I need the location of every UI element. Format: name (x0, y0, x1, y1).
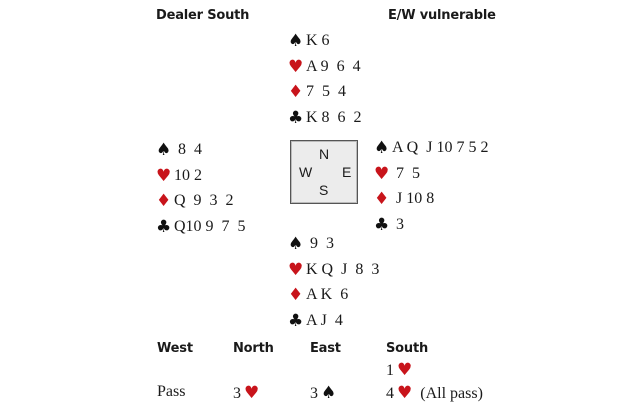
compass-east: E (342, 164, 352, 180)
east-clubs-cards: 3 (392, 215, 404, 233)
diamond-suit-icon: ♦ (288, 82, 304, 103)
bid-level: 4 (386, 385, 394, 402)
compass-south: S (319, 182, 329, 198)
heart-suit-icon: ♥ (397, 360, 413, 380)
auction-bid: 3♥ (233, 383, 263, 403)
heart-suit-icon: ♥ (374, 163, 390, 184)
east-hand: ♠A Q J 10 7 5 2♥ 7 5♦ J 10 8♣ 3 (374, 135, 488, 238)
diamond-suit-icon: ♦ (374, 189, 390, 210)
auction-bid: Pass (157, 383, 186, 400)
east-hearts-cards: 7 5 (392, 164, 420, 182)
auction-header-north: North (233, 341, 274, 356)
diamond-suit-icon: ♦ (288, 285, 304, 306)
south-diamonds-cards: A K 6 (306, 286, 349, 304)
west-hearts-cards: 10 2 (174, 166, 202, 184)
vulnerability-label: E/W vulnerable (388, 8, 496, 23)
club-suit-icon: ♣ (288, 310, 304, 331)
north-spades-cards: K 6 (306, 31, 330, 49)
west-diamonds-row: ♦Q 9 3 2 (156, 188, 246, 214)
compass-box: N W E S (290, 140, 358, 204)
spade-suit-icon: ♠ (288, 30, 304, 51)
west-hearts-row: ♥10 2 (156, 163, 246, 189)
auction-header-east: East (310, 341, 341, 356)
west-hand: ♠ 8 4♥10 2♦Q 9 3 2♣Q10 9 7 5 (156, 137, 246, 240)
east-clubs-row: ♣ 3 (374, 212, 488, 238)
heart-suit-icon: ♥ (244, 383, 260, 403)
south-clubs-cards: A J 4 (306, 311, 343, 329)
compass-north: N (319, 146, 330, 162)
spade-suit-icon: ♠ (288, 233, 304, 254)
club-suit-icon: ♣ (156, 216, 172, 237)
south-clubs-row: ♣A J 4 (288, 308, 379, 334)
south-hearts-row: ♥K Q J 8 3 (288, 257, 379, 283)
heart-suit-icon: ♥ (156, 165, 172, 186)
north-hearts-cards: A 9 6 4 (306, 57, 361, 75)
west-spades-cards: 8 4 (174, 140, 202, 158)
club-suit-icon: ♣ (288, 107, 304, 128)
east-hearts-row: ♥ 7 5 (374, 161, 488, 187)
east-spades-row: ♠A Q J 10 7 5 2 (374, 135, 488, 161)
heart-suit-icon: ♥ (288, 56, 304, 77)
spade-suit-icon: ♠ (374, 137, 390, 158)
heart-suit-icon: ♥ (288, 259, 304, 280)
south-spades-cards: 9 3 (306, 234, 334, 252)
bid-level: 3 (310, 385, 318, 402)
auction-header-west: West (157, 341, 193, 356)
club-suit-icon: ♣ (374, 214, 390, 235)
north-hand: ♠K 6♥A 9 6 4♦7 5 4♣K 8 6 2 (288, 28, 362, 131)
east-diamonds-cards: J 10 8 (392, 190, 435, 208)
diamond-suit-icon: ♦ (156, 191, 172, 212)
bid-level: 3 (233, 385, 241, 402)
auction-note: (All pass) (416, 385, 483, 402)
north-hearts-row: ♥A 9 6 4 (288, 54, 362, 80)
east-diamonds-row: ♦ J 10 8 (374, 186, 488, 212)
north-clubs-cards: K 8 6 2 (306, 108, 362, 126)
west-clubs-row: ♣Q10 9 7 5 (156, 214, 246, 240)
auction-bid: 3♠ (310, 383, 340, 403)
north-diamonds-row: ♦7 5 4 (288, 79, 362, 105)
north-diamonds-cards: 7 5 4 (306, 83, 346, 101)
west-diamonds-cards: Q 9 3 2 (174, 192, 234, 210)
south-spades-row: ♠ 9 3 (288, 231, 379, 257)
spade-suit-icon: ♠ (321, 383, 337, 403)
north-spades-row: ♠K 6 (288, 28, 362, 54)
auction-bid: 1♥ (386, 360, 416, 380)
east-spades-cards: A Q J 10 7 5 2 (392, 138, 489, 156)
bid-level: 1 (386, 362, 394, 379)
spade-suit-icon: ♠ (156, 139, 172, 160)
auction-header-south: South (386, 341, 429, 356)
south-diamonds-row: ♦A K 6 (288, 282, 379, 308)
north-clubs-row: ♣K 8 6 2 (288, 105, 362, 131)
south-hand: ♠ 9 3♥K Q J 8 3♦A K 6♣A J 4 (288, 231, 379, 334)
heart-suit-icon: ♥ (397, 383, 413, 403)
auction-bid: 4♥ (All pass) (386, 383, 483, 403)
west-spades-row: ♠ 8 4 (156, 137, 246, 163)
south-hearts-cards: K Q J 8 3 (306, 260, 380, 278)
west-clubs-cards: Q10 9 7 5 (174, 217, 246, 235)
dealer-label: Dealer South (156, 8, 250, 23)
compass-west: W (299, 164, 313, 180)
